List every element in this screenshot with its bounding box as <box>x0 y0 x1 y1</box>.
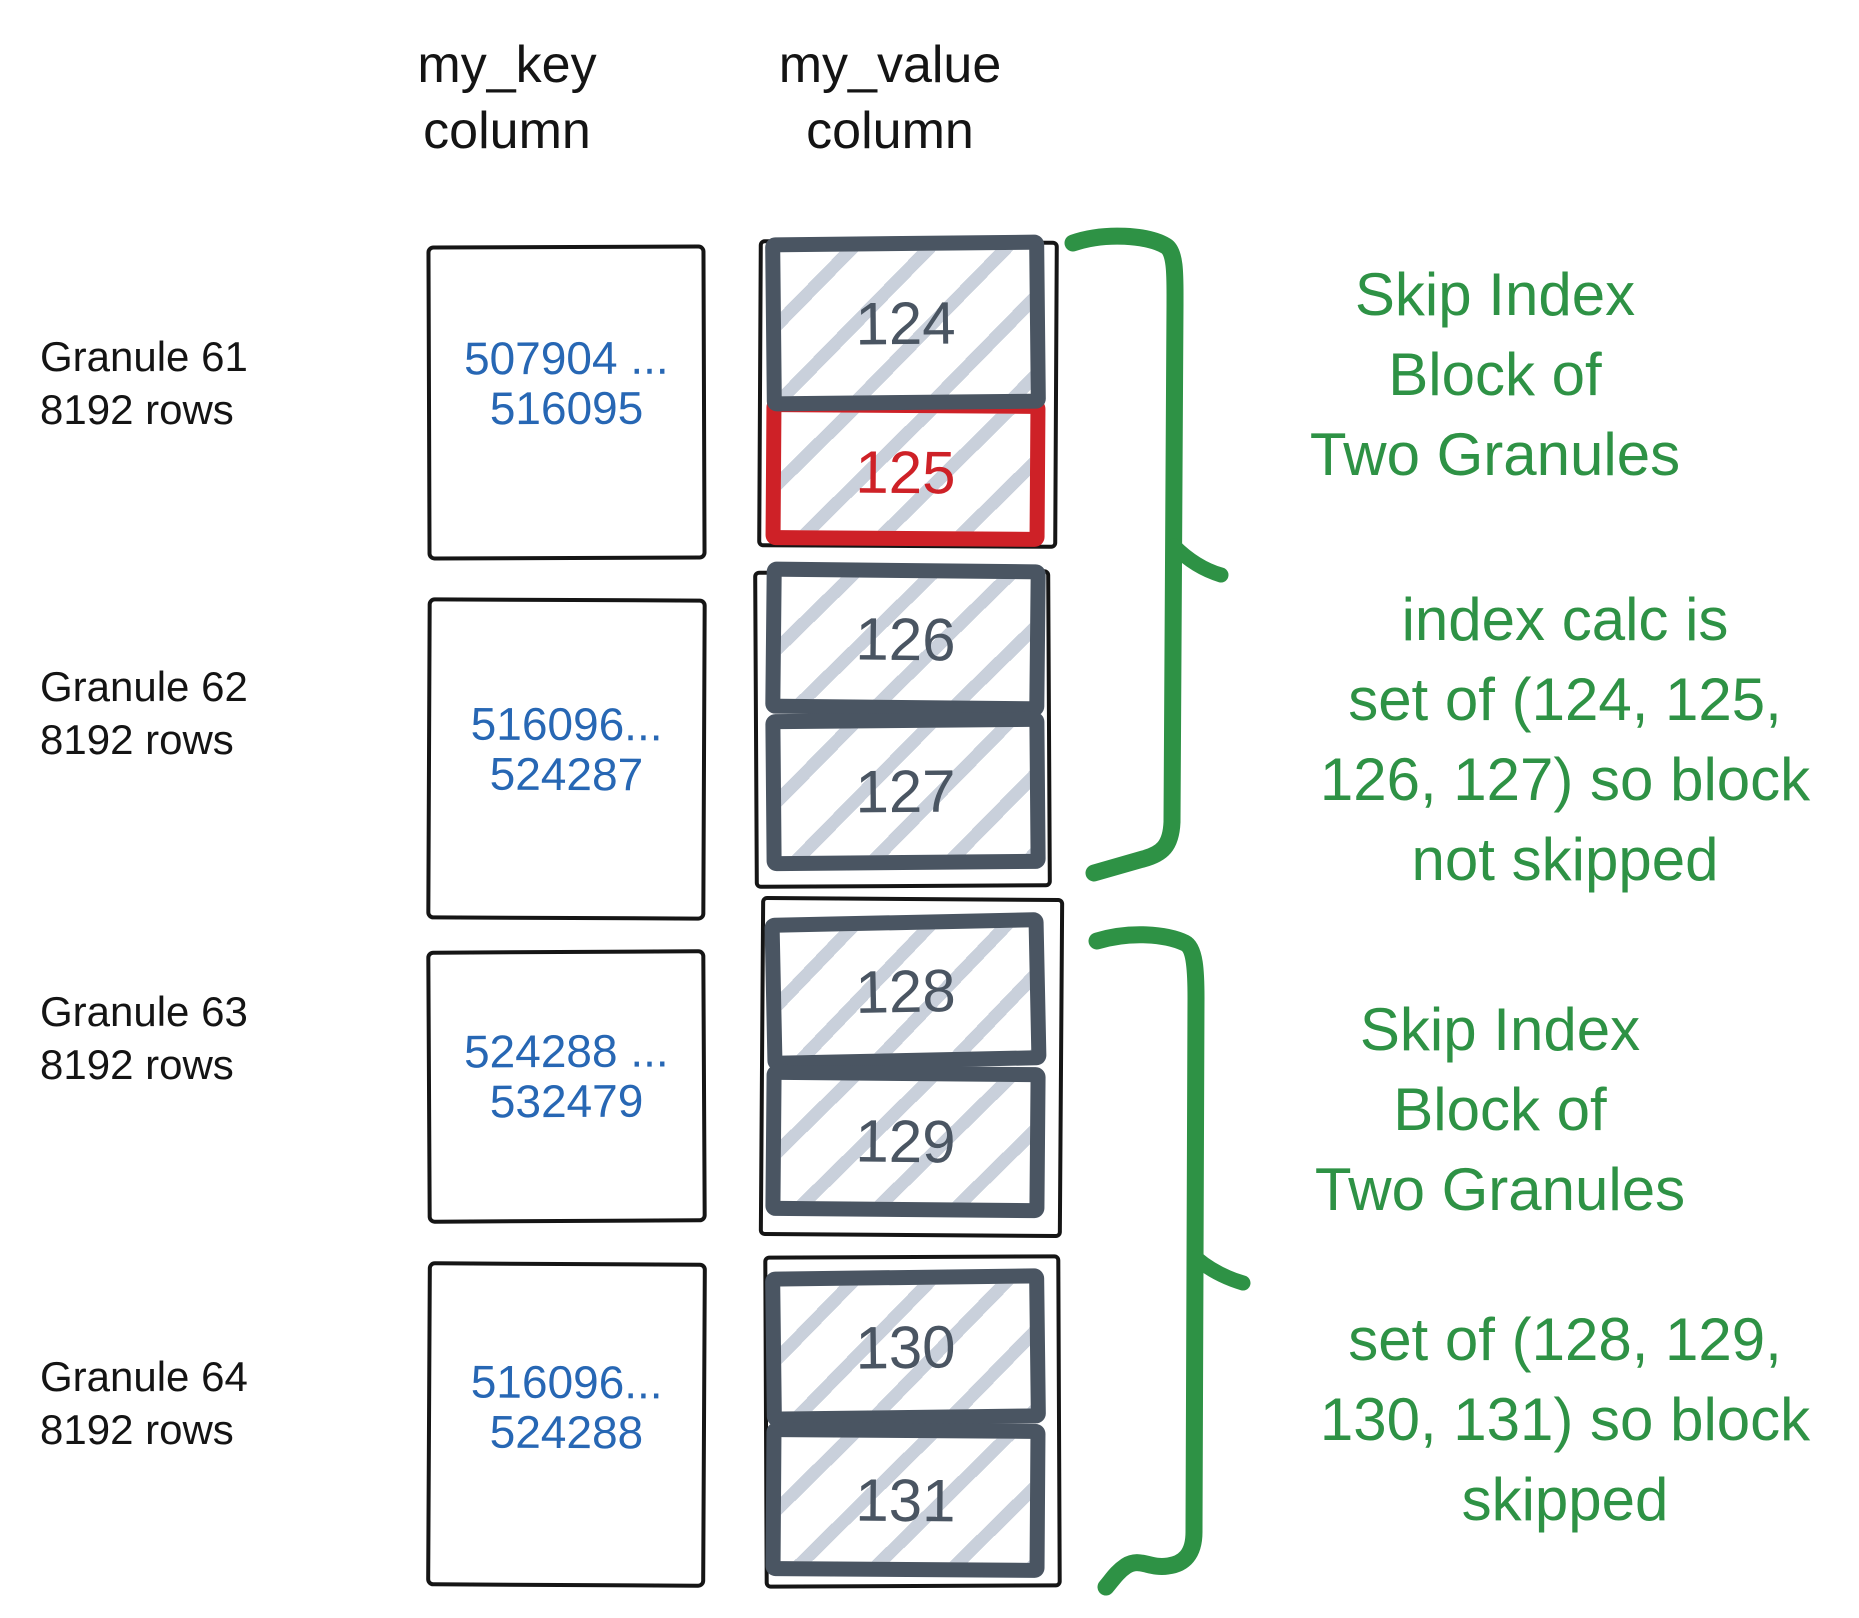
value-block-number: 129 <box>855 1107 956 1176</box>
brace-bottom-pointer <box>1188 1250 1251 1291</box>
granule-label-62: Granule 62 8192 rows <box>40 660 350 766</box>
key-box-granule-64: 516096... 524288 <box>426 1261 707 1588</box>
granule-label-61: Granule 61 8192 rows <box>40 330 350 436</box>
key-range: 524288 ... 532479 <box>463 1023 669 1127</box>
value-block-130: 130 <box>765 1268 1046 1427</box>
value-block-number: 125 <box>855 438 956 506</box>
my-key-column-header: my_key column <box>307 32 707 164</box>
value-block-number: 130 <box>855 1313 956 1382</box>
header-line: column <box>423 102 591 160</box>
annotation-index-calc-not-skipped: index calc is set of (124, 125, 126, 127… <box>1319 586 1811 893</box>
key-box-granule-62: 516096... 524287 <box>426 597 707 921</box>
value-block-number: 126 <box>855 604 956 674</box>
granule-name: Granule 62 <box>40 663 248 710</box>
value-block-127: 127 <box>765 711 1046 872</box>
value-block-number: 124 <box>855 288 956 358</box>
header-line: column <box>806 102 974 160</box>
value-block-number: 128 <box>854 956 957 1027</box>
value-block-number: 127 <box>855 757 956 826</box>
value-block-126: 126 <box>765 561 1046 717</box>
key-range: 516096... 524287 <box>470 697 663 801</box>
brace-top-pointer <box>1166 538 1229 583</box>
granule-name: Granule 63 <box>40 988 248 1035</box>
granule-label-64: Granule 64 8192 rows <box>40 1350 350 1456</box>
value-block-128: 128 <box>764 912 1047 1071</box>
value-block-124: 124 <box>765 234 1046 412</box>
header-line: my_value <box>778 36 1002 94</box>
granule-name: Granule 61 <box>40 333 248 380</box>
granule-rows: 8192 rows <box>40 1041 234 1088</box>
header-line: my_key <box>417 36 597 94</box>
granule-rows: 8192 rows <box>40 716 234 763</box>
granule-rows: 8192 rows <box>40 1406 234 1453</box>
value-block-number: 131 <box>855 1466 956 1534</box>
key-box-granule-63: 524288 ... 532479 <box>426 949 707 1224</box>
granule-rows: 8192 rows <box>40 386 234 433</box>
granule-name: Granule 64 <box>40 1353 248 1400</box>
key-range: 516096... 524288 <box>470 1355 663 1459</box>
key-range: 507904 ... 516095 <box>463 331 669 434</box>
annotation-set-skipped: set of (128, 129, 130, 131) so block ski… <box>1319 1306 1811 1533</box>
value-block-125: 125 <box>765 397 1046 547</box>
value-block-131: 131 <box>765 1422 1046 1578</box>
annotation-skip-block-1: Skip Index Block of Two Granules <box>1309 261 1681 488</box>
annotation-skip-block-2: Skip Index Block of Two Granules <box>1314 996 1686 1223</box>
brace-top-granules-61-62 <box>1064 227 1184 882</box>
value-block-129: 129 <box>765 1064 1046 1219</box>
granule-label-63: Granule 63 8192 rows <box>40 985 350 1091</box>
my-value-column-header: my_value column <box>690 32 1090 164</box>
key-box-granule-61: 507904 ... 516095 <box>426 244 707 561</box>
